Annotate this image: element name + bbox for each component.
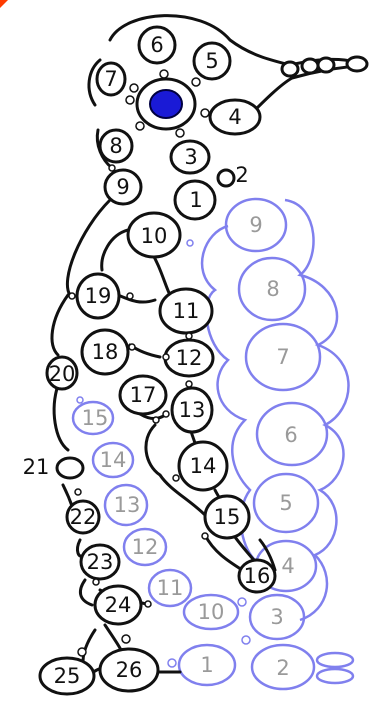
blue-label-6: 6 [284, 423, 297, 447]
black-rings [40, 27, 367, 694]
blue-label-11: 11 [157, 576, 184, 600]
blue-label-9: 9 [249, 213, 262, 237]
blue-foot-2 [317, 669, 353, 683]
label-1: 1 [189, 188, 202, 212]
picot [69, 293, 75, 299]
label-23: 23 [87, 550, 114, 574]
picot [126, 96, 134, 104]
picot [201, 109, 209, 117]
picot [93, 579, 99, 585]
beak-ring [302, 59, 318, 73]
picot [136, 122, 144, 130]
picot [75, 489, 81, 495]
picot [160, 70, 168, 78]
label-11: 11 [173, 299, 200, 323]
label-2: 2 [235, 163, 248, 187]
picot [122, 635, 130, 643]
blue-picot [77, 397, 83, 403]
blue-picot [238, 598, 246, 606]
blue-foot-1 [317, 653, 353, 667]
corner-marker [0, 0, 8, 8]
picot [78, 648, 86, 656]
picot [129, 344, 135, 350]
picot [145, 601, 151, 607]
blue-label-2: 2 [276, 656, 289, 680]
eye-icon [150, 90, 182, 118]
blue-picot [242, 636, 250, 644]
picot [192, 78, 200, 86]
blue-label-13: 13 [114, 493, 141, 517]
label-7: 7 [104, 67, 117, 91]
label-18: 18 [92, 340, 119, 364]
label-20: 20 [49, 362, 76, 386]
picot [173, 475, 179, 481]
blue-label-3: 3 [270, 605, 283, 629]
black-ring-2 [218, 170, 234, 186]
label-22: 22 [70, 505, 97, 529]
black-ring-21 [57, 458, 83, 478]
blue-label-14: 14 [100, 448, 127, 472]
picot [186, 381, 192, 387]
blue-label-15: 15 [82, 406, 109, 430]
blue-label-7: 7 [276, 345, 289, 369]
picot [163, 354, 169, 360]
picot [127, 293, 133, 299]
blue-picot [168, 659, 176, 667]
label-10: 10 [141, 224, 168, 248]
blue-picot [187, 240, 193, 246]
picot [176, 129, 184, 137]
label-3: 3 [184, 145, 197, 169]
label-4: 4 [228, 105, 241, 129]
label-14: 14 [190, 454, 217, 478]
label-6: 6 [150, 33, 163, 57]
beak-ring [318, 58, 334, 72]
blue-label-8: 8 [266, 277, 279, 301]
beak-ring [282, 62, 298, 76]
label-21: 21 [23, 455, 50, 479]
label-12: 12 [176, 346, 203, 370]
label-25: 25 [54, 664, 81, 688]
picot [202, 533, 208, 539]
picot [186, 333, 192, 339]
picot [109, 165, 115, 171]
blue-label-1: 1 [200, 653, 213, 677]
label-9: 9 [116, 175, 129, 199]
picot [153, 417, 159, 423]
blue-label-5: 5 [279, 491, 292, 515]
picot [130, 84, 138, 92]
label-24: 24 [105, 593, 132, 617]
label-26: 26 [116, 658, 143, 682]
label-5: 5 [205, 49, 218, 73]
label-8: 8 [109, 134, 122, 158]
label-17: 17 [130, 383, 157, 407]
label-15: 15 [214, 505, 241, 529]
blue-label-4: 4 [281, 554, 294, 578]
blue-label-10: 10 [198, 600, 225, 624]
beak-tip-ring [347, 57, 367, 71]
picot [163, 411, 169, 417]
blue-label-12: 12 [132, 535, 159, 559]
label-16: 16 [244, 564, 271, 588]
label-13: 13 [179, 398, 206, 422]
label-19: 19 [85, 284, 112, 308]
